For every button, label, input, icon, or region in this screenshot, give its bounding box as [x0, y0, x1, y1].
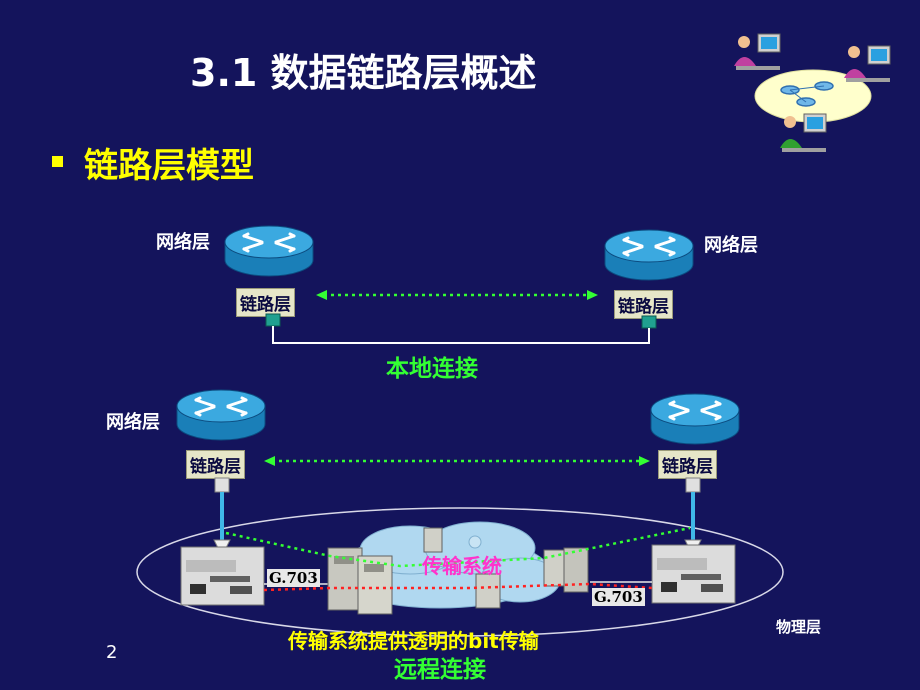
top-right-network-label: 网络层	[704, 235, 758, 256]
left-g703-label: G.703	[267, 569, 320, 587]
page-title: 3.1 数据链路层概述	[190, 51, 537, 95]
top-left-link-layer-box: 链路层	[236, 288, 295, 317]
modem-icon	[651, 544, 736, 604]
bullet-heading: 链路层模型	[84, 146, 254, 186]
top-left-network-label: 网络层	[156, 232, 210, 253]
remote-connection-label: 远程连接	[394, 656, 486, 683]
local-connection-label: 本地连接	[386, 355, 478, 382]
router-icon	[650, 393, 740, 445]
bullet-marker	[52, 156, 63, 167]
right-g703-label: G.703	[592, 588, 645, 606]
network-users-illustration	[734, 33, 891, 152]
transport-system-label: 传输系统	[422, 554, 502, 578]
transparent-bit-transfer-label: 传输系统提供透明的bit传输	[288, 629, 539, 653]
physical-layer-label: 物理层	[776, 618, 822, 636]
physical-layer-ellipse	[136, 507, 784, 637]
page-number: 2	[106, 642, 118, 663]
modem-icon	[180, 546, 265, 606]
transmission-equipment-icon	[543, 547, 589, 593]
top-right-link-layer-box: 链路层	[614, 290, 673, 319]
router-icon	[176, 389, 266, 441]
bottom-left-network-label: 网络层	[106, 412, 160, 433]
router-icon	[224, 225, 314, 277]
transmission-equipment-icon	[423, 527, 501, 609]
router-icon	[604, 229, 694, 281]
